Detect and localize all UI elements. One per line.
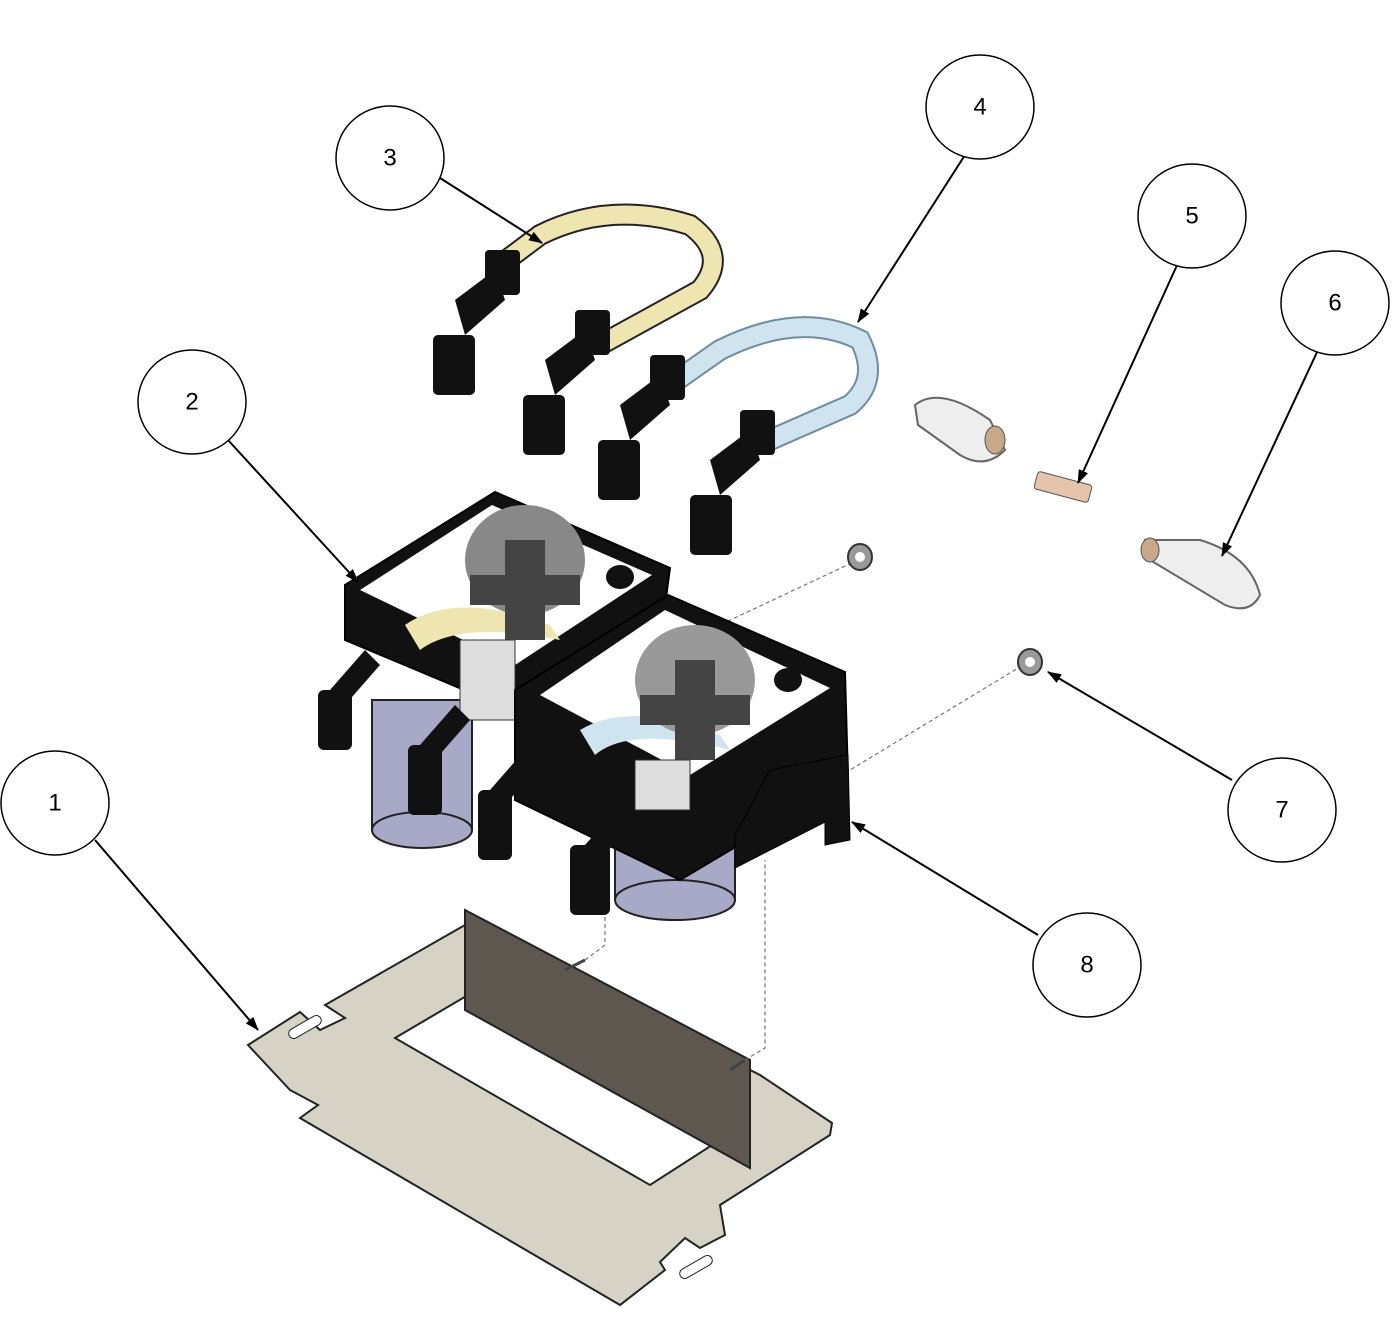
callout-label: 8 <box>1080 952 1093 979</box>
callout-3: 3 <box>335 105 445 211</box>
tube-yellow <box>433 203 724 455</box>
pump-head-left <box>344 490 672 721</box>
callout-7: 7 <box>1227 757 1337 863</box>
mounting-studs <box>564 958 746 1072</box>
tube-clear <box>598 316 879 555</box>
mounting-bracket <box>734 754 851 869</box>
arrow-7 <box>1047 671 1233 781</box>
arrow-8 <box>851 821 1039 936</box>
callout-label: 1 <box>48 790 61 817</box>
callout-label: 3 <box>383 145 396 172</box>
callout-label: 7 <box>1275 797 1288 824</box>
callout-8: 8 <box>1032 912 1142 1018</box>
nuts <box>847 543 1043 676</box>
arrow-4 <box>857 154 966 323</box>
callout-label: 5 <box>1185 203 1198 230</box>
arrow-6 <box>1221 349 1319 557</box>
base-plate <box>246 923 834 1307</box>
callout-label: 4 <box>973 94 986 121</box>
callout-4: 4 <box>925 54 1035 160</box>
callout-6: 6 <box>1280 250 1390 356</box>
arrow-2 <box>227 439 359 583</box>
fuse-holder-cap <box>913 396 1007 463</box>
base-plate-upright <box>464 908 751 1170</box>
arrow-3 <box>439 177 543 244</box>
fuse-holder <box>1140 537 1262 610</box>
arrow-1 <box>94 839 259 1031</box>
callout-5: 5 <box>1137 163 1247 269</box>
callout-label: 6 <box>1328 290 1341 317</box>
tube-connectors <box>318 650 635 915</box>
leader-arrows <box>94 154 1319 1031</box>
arrow-5 <box>1077 262 1179 484</box>
fuse <box>1033 471 1093 503</box>
callout-1: 1 <box>0 750 110 856</box>
callout-label: 2 <box>185 389 198 416</box>
callout-2: 2 <box>137 349 247 455</box>
